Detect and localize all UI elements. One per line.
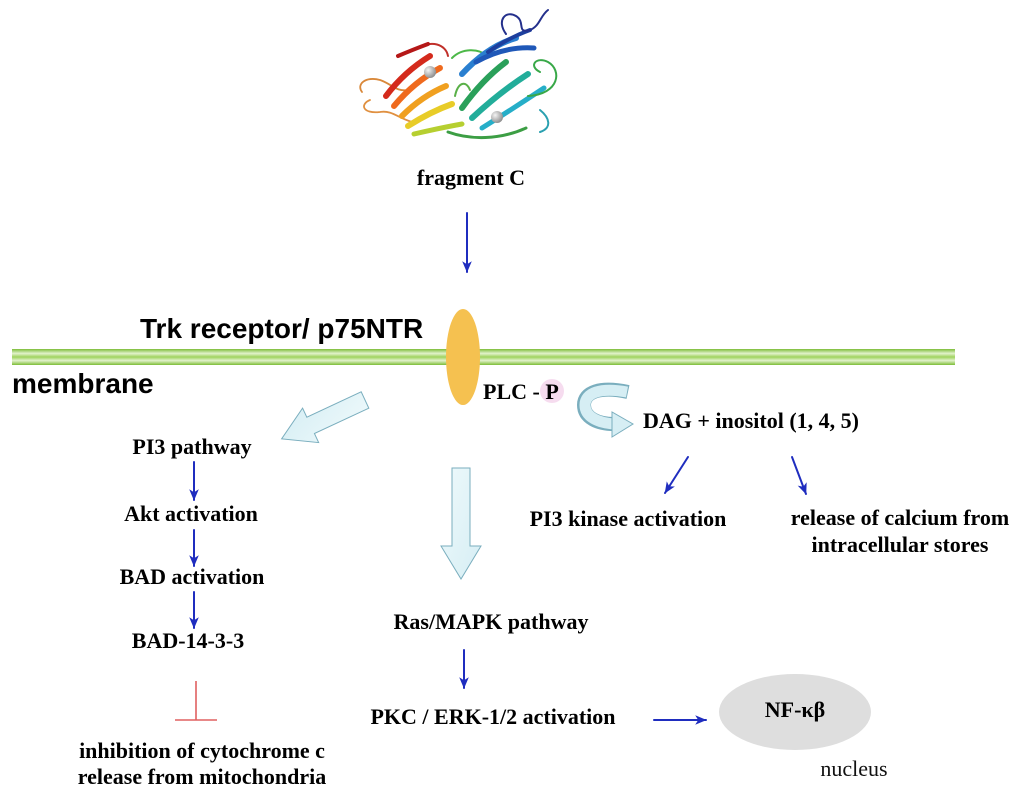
curved-arrow-head xyxy=(611,411,634,438)
ribbon-loop xyxy=(539,109,550,133)
akt-activation-label: Akt activation xyxy=(124,501,258,526)
pi3-pathway-label: PI3 pathway xyxy=(132,434,251,459)
ribbon-loop xyxy=(446,126,528,140)
ribbon-loop xyxy=(454,82,471,97)
ribbon-strand xyxy=(399,83,449,119)
inositol-to-calcium-arrow xyxy=(791,456,807,495)
ribbon-strand xyxy=(473,45,537,65)
metal-ion-sphere xyxy=(424,66,436,78)
cell-membrane xyxy=(12,349,955,365)
ribbon-loop xyxy=(359,78,409,93)
dag-to-pi3k-arrow xyxy=(664,456,689,494)
plc-label: PLC - P xyxy=(483,379,559,404)
fragment-c-label: fragment C xyxy=(417,165,525,190)
dag-inositol-label: DAG + inositol (1, 4, 5) xyxy=(643,408,859,433)
protein-structure-image xyxy=(359,9,558,140)
ras-mapk-pathway-label: Ras/MAPK pathway xyxy=(394,609,589,634)
ribbon-strand xyxy=(405,101,455,129)
curved-arrow-body xyxy=(579,384,628,430)
metal-ion-sphere xyxy=(491,111,503,123)
ribbon-strand xyxy=(469,71,531,121)
bad-activation-label: BAD activation xyxy=(120,564,265,589)
calcium-release-label-line2: intracellular stores xyxy=(812,532,989,557)
ribbon-strand xyxy=(383,53,433,99)
pi3-kinase-activation-label: PI3 kinase activation xyxy=(530,506,727,531)
receptor-shape xyxy=(446,309,480,405)
nucleus-label: nucleus xyxy=(820,756,887,781)
curved-pathway-arrow xyxy=(576,382,634,438)
ribbon-strand xyxy=(411,121,465,137)
pkc-erk-activation-label: PKC / ERK-1/2 activation xyxy=(370,704,615,729)
ribbon-strand xyxy=(459,59,509,111)
inhibition-symbol xyxy=(175,681,217,721)
bad-14-3-3-label: BAD-14-3-3 xyxy=(132,628,244,653)
ribbon-loop xyxy=(500,9,549,35)
ribbon-strand xyxy=(396,42,430,58)
cytochrome-inhibition-line1: inhibition of cytochrome c xyxy=(79,738,325,763)
nucleus-shape xyxy=(719,674,871,750)
ribbon-loop xyxy=(527,59,558,97)
nf-kb-label: NF-κβ xyxy=(765,697,825,722)
pi3-branch-arrow xyxy=(280,391,370,444)
calcium-release-label-line1: release of calcium from xyxy=(791,505,1010,530)
membrane-label: membrane xyxy=(12,368,154,399)
cytochrome-inhibition-line2: release from mitochondria xyxy=(78,764,326,789)
ribbon-strand xyxy=(479,85,547,131)
receptor-label: Trk receptor/ p75NTR xyxy=(140,313,423,344)
phosphate-highlight xyxy=(540,379,564,403)
mapk-branch-arrow xyxy=(440,467,482,580)
